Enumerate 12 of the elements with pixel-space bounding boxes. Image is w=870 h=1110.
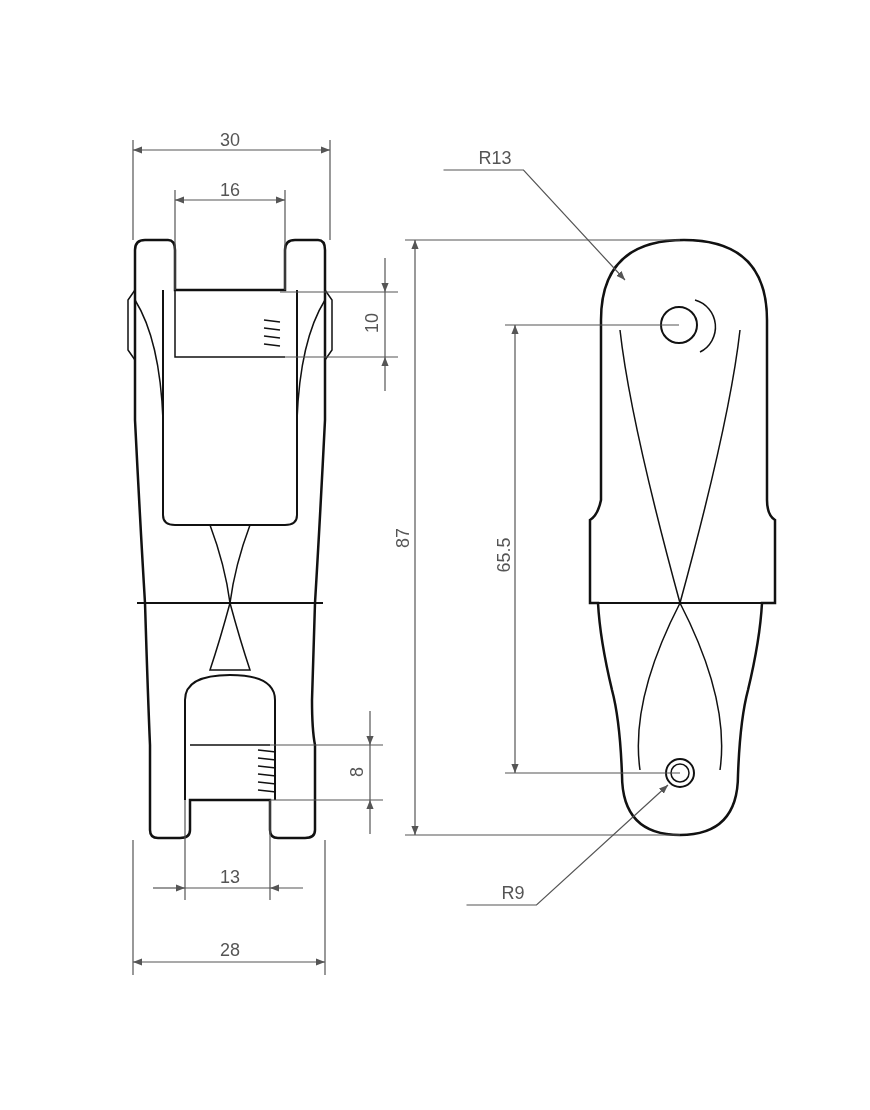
dimension-label: 87: [393, 528, 413, 548]
radius-label: R13: [478, 148, 512, 168]
dimension-label: 65.5: [493, 537, 513, 573]
dimension-label: 30: [220, 130, 241, 150]
leader-line: [442, 169, 626, 281]
dimension-label: 8: [347, 767, 367, 777]
radius-label: R9: [501, 883, 525, 903]
dimension-label: 13: [220, 867, 241, 887]
dimension-label: 16: [220, 180, 241, 200]
dimension-label: 10: [362, 313, 382, 333]
leader-line: [465, 784, 669, 906]
dimension-label: 28: [220, 940, 241, 960]
